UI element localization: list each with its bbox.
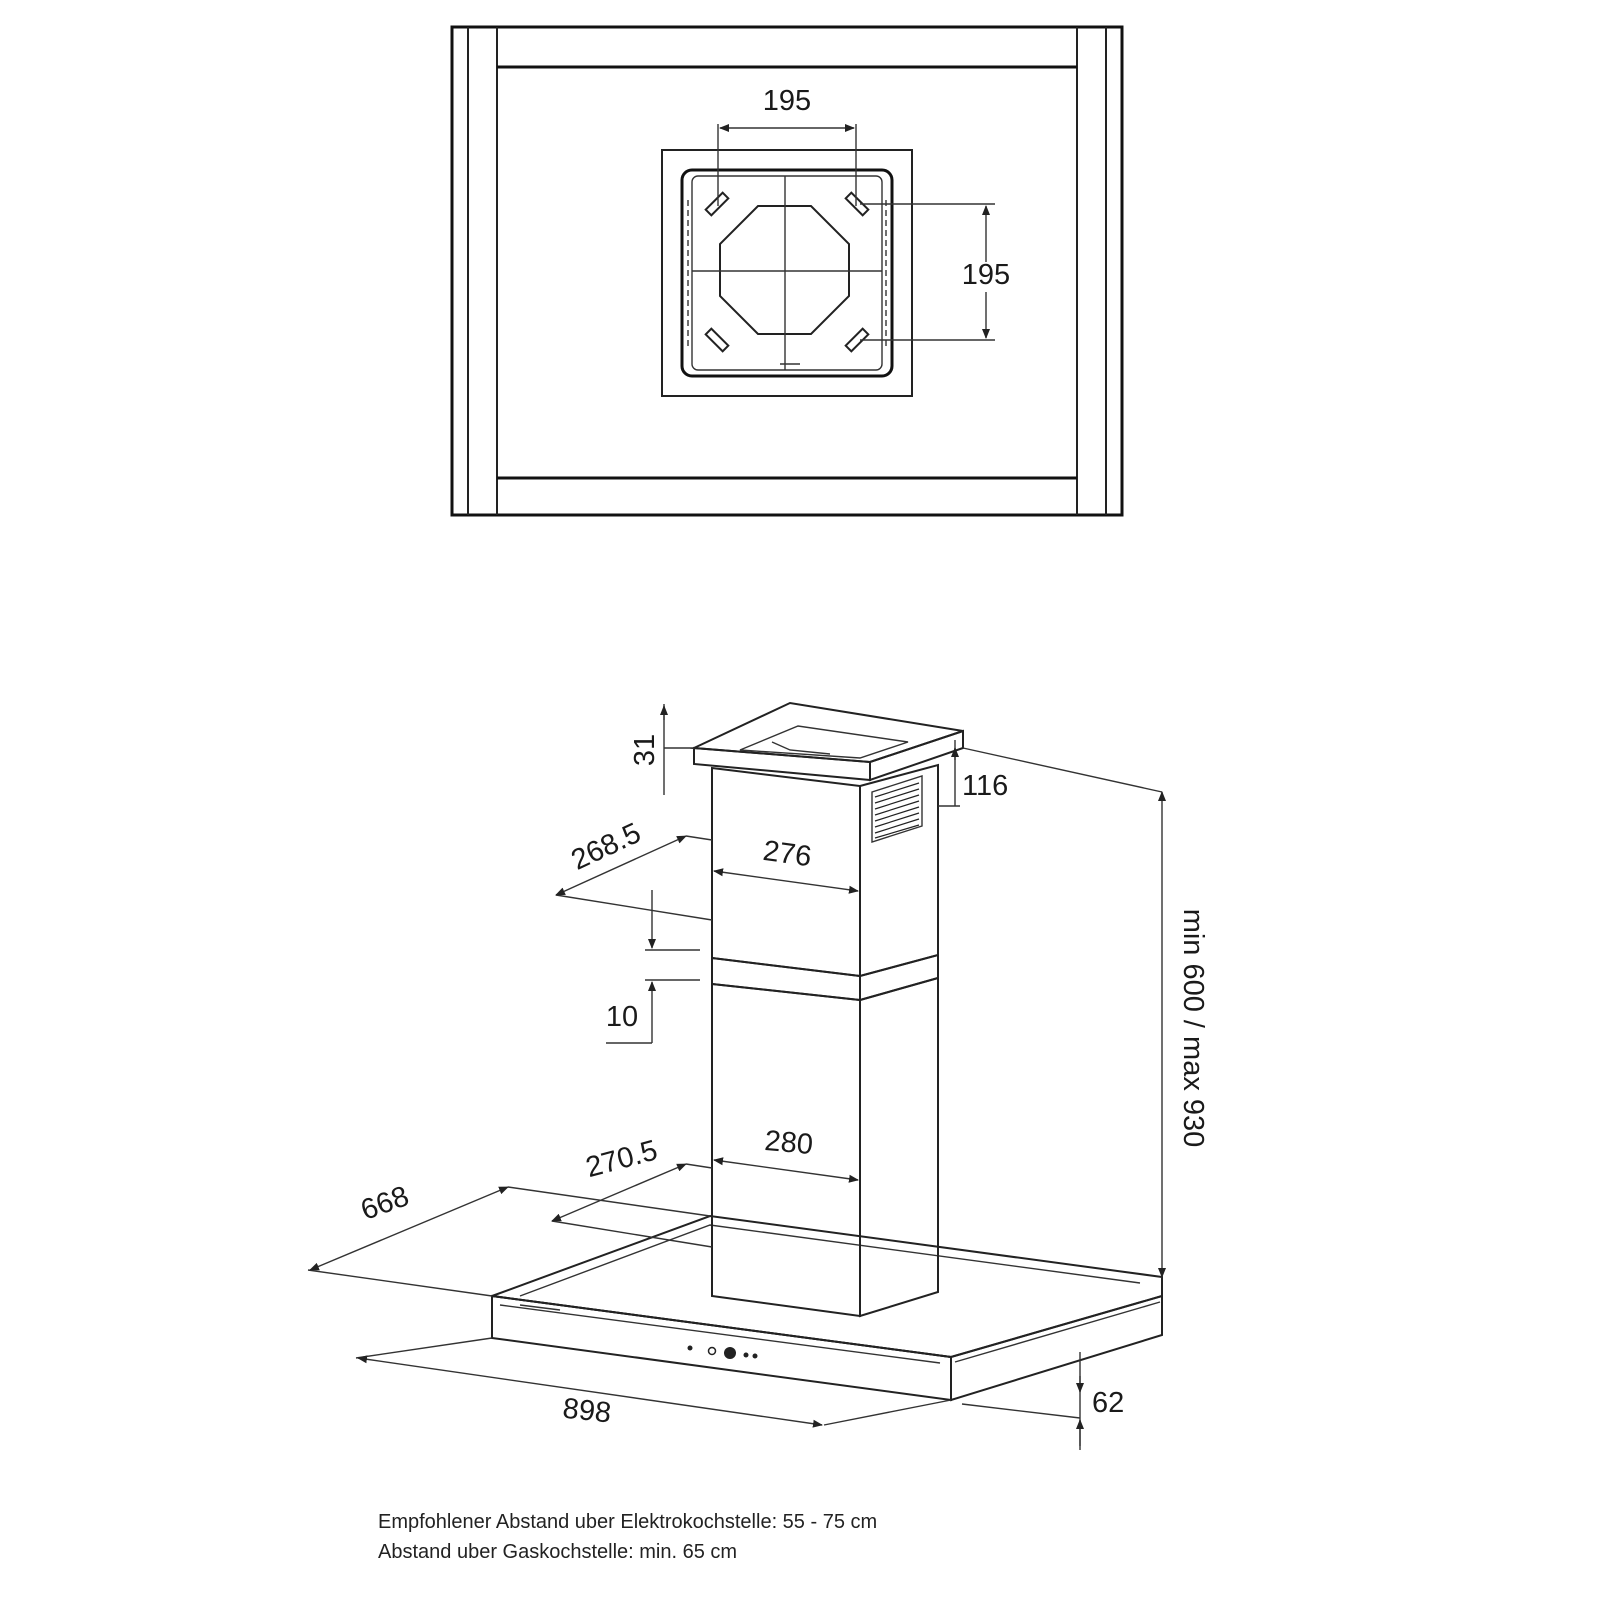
dim-top-width: 195	[763, 85, 811, 117]
dim-hood-height: 62	[1092, 1387, 1124, 1419]
dim-hood-width: 898	[561, 1393, 612, 1430]
dim-line-hood-width	[357, 1355, 823, 1428]
dim-lower-width: 280	[763, 1125, 814, 1161]
dim-total-height: min 600 / max 930	[1177, 909, 1209, 1148]
dim-line-hood-depth	[309, 1186, 509, 1271]
dim-line-lower-depth	[551, 1163, 687, 1222]
mounting-slots	[704, 191, 870, 353]
top-frame	[690, 701, 964, 782]
dim-upper-depth: 268.5	[567, 817, 646, 877]
note-gas: Abstand uber Gaskochstelle: min. 65 cm	[378, 1541, 738, 1563]
chimney-upper	[711, 763, 939, 978]
dim-top-frame: 31	[629, 734, 661, 766]
dim-lower-depth: 270.5	[582, 1134, 660, 1184]
dim-hood-depth: 668	[357, 1180, 413, 1227]
dim-line-lower-width	[713, 1157, 859, 1183]
dim-line-upper-depth	[555, 835, 687, 896]
dim-gap: 10	[606, 1001, 638, 1033]
iso-view: 31 116 min 600 / max 930 268.5 276 10 27…	[307, 701, 1209, 1450]
hood-top-rim	[491, 1214, 1163, 1359]
chimney-lower	[711, 976, 939, 1318]
dim-upper-width: 276	[761, 835, 813, 873]
chimney-opening	[680, 168, 894, 378]
octagon-outlet	[719, 205, 850, 335]
dim-vent: 116	[962, 770, 1008, 802]
dim-top-height: 195	[962, 259, 1010, 291]
outer-frame	[450, 25, 1124, 517]
note-electric: Empfohlener Abstand uber Elektrokochstel…	[378, 1511, 878, 1533]
top-view: 195 195	[450, 25, 1124, 517]
hood	[491, 1214, 1163, 1402]
chimney-plate	[661, 149, 913, 397]
dim-line-upper-width	[713, 868, 859, 894]
